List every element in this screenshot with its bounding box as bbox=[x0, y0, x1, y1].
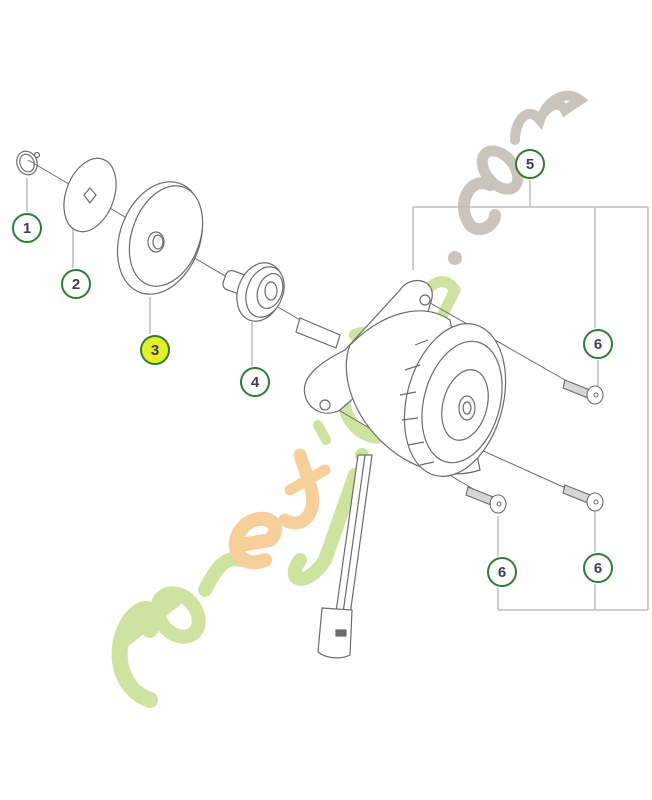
callout-label: 1 bbox=[22, 219, 32, 237]
part-4-pulley[interactable] bbox=[221, 256, 291, 327]
part-5-motor[interactable] bbox=[295, 280, 522, 659]
callout-label: 6 bbox=[593, 335, 603, 353]
part-3-cup[interactable] bbox=[103, 170, 218, 306]
leader-lines bbox=[26, 178, 649, 611]
callout-2[interactable]: 2 bbox=[61, 269, 91, 299]
part-6-screw[interactable] bbox=[562, 379, 604, 405]
callout-label: 4 bbox=[250, 373, 260, 391]
callout-label: 3 bbox=[150, 341, 160, 359]
callout-4[interactable]: 4 bbox=[240, 367, 270, 397]
callout-1[interactable]: 1 bbox=[12, 213, 42, 243]
part-2-washer[interactable] bbox=[54, 151, 125, 239]
callout-label: 2 bbox=[71, 275, 81, 293]
callout-label: 6 bbox=[497, 563, 507, 581]
part-6-screw[interactable] bbox=[562, 484, 604, 512]
callout-3-selected[interactable]: 3 bbox=[140, 335, 170, 365]
callout-6[interactable]: 6 bbox=[583, 329, 613, 359]
part-1-circlip[interactable] bbox=[13, 148, 41, 177]
callout-label: 5 bbox=[525, 155, 535, 173]
part-6-screw[interactable] bbox=[465, 486, 507, 514]
callout-label: 6 bbox=[593, 559, 603, 577]
callout-6[interactable]: 6 bbox=[487, 557, 517, 587]
callout-6[interactable]: 6 bbox=[583, 553, 613, 583]
callout-5[interactable]: 5 bbox=[515, 149, 545, 179]
